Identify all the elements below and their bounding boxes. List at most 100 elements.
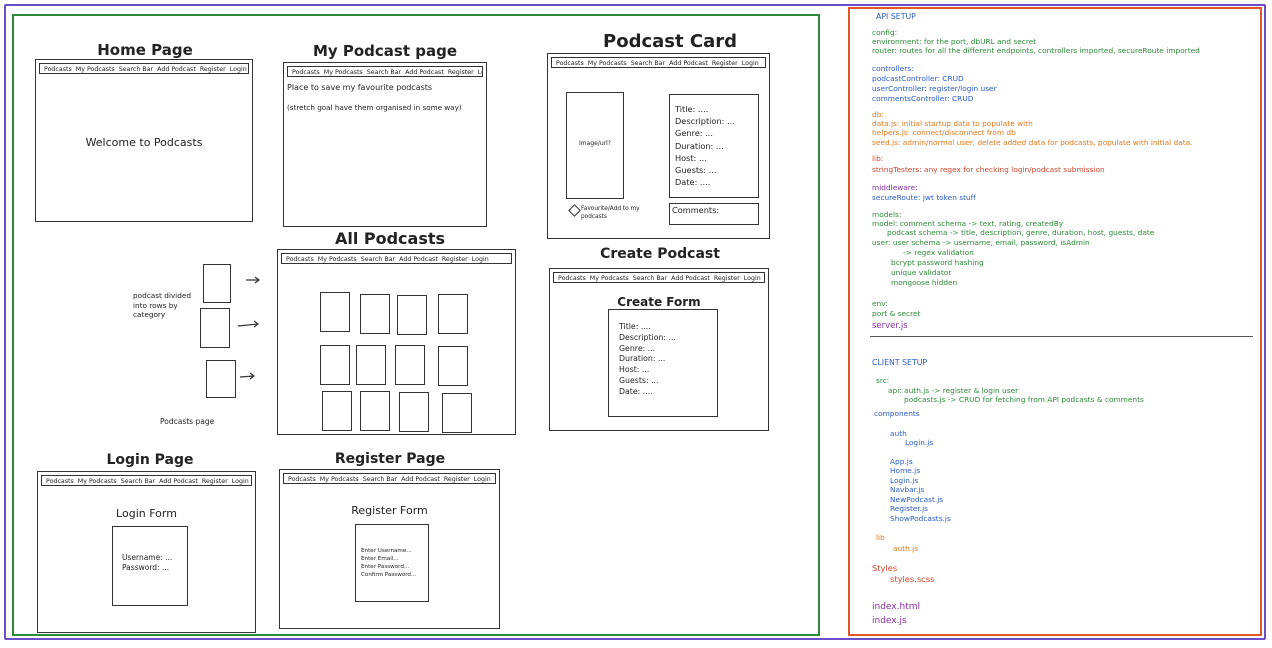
category-row-sketch [200, 308, 230, 348]
client-file: Navbar.js [890, 485, 925, 494]
create-field[interactable]: Guests: ... [619, 375, 659, 385]
nav-add[interactable]: Add Podcast [405, 69, 444, 76]
create-field[interactable]: Title: .... [619, 322, 651, 331]
podcasts-page-caption: Podcasts page [160, 417, 215, 426]
nav-podcasts[interactable]: Podcasts [44, 66, 72, 73]
podcast-tile[interactable] [320, 345, 350, 385]
card-field: Duration: ... [675, 140, 724, 151]
client-file: App.js [890, 457, 913, 466]
nav-login[interactable]: Login [743, 275, 761, 282]
podcast-tile[interactable] [397, 295, 427, 335]
nav-search[interactable]: Search Bar [120, 478, 156, 485]
api-config-router: router: routes for all the different end… [872, 46, 1200, 55]
create-title: Create Podcast [600, 246, 720, 262]
nav-podcasts[interactable]: Podcasts [286, 256, 314, 263]
register-field[interactable]: Enter Password... [361, 564, 410, 570]
nav-login[interactable]: Login [229, 66, 247, 73]
podcast-tile[interactable] [399, 392, 429, 432]
nav-register[interactable]: Register [447, 69, 474, 76]
card-fields-box: Title: .... Description: ... Genre: ... … [669, 94, 759, 198]
favourite-icon[interactable] [568, 204, 581, 217]
nav-search[interactable]: Search Bar [632, 275, 668, 282]
nav-my-podcasts[interactable]: My Podcasts [323, 69, 363, 76]
nav-register[interactable]: Register [713, 275, 740, 282]
nav-login[interactable]: Login [231, 478, 249, 485]
create-field[interactable]: Host: ... [619, 365, 650, 375]
nav-add[interactable]: Add Podcast [671, 275, 710, 282]
api-model-3: user: user schema -> username, email, pa… [872, 238, 1090, 247]
nav-register[interactable]: Register [199, 66, 226, 73]
nav-search[interactable]: Search Bar [362, 476, 398, 483]
podcast-tile[interactable] [322, 391, 352, 431]
register-field[interactable]: Enter Email... [361, 556, 399, 562]
username-field[interactable]: Username: ... [122, 553, 173, 562]
welcome-text: Welcome to Podcasts [85, 136, 203, 149]
client-auth-js: auth.js [893, 544, 919, 553]
nav-register[interactable]: Register [201, 478, 228, 485]
nav-login[interactable]: Login [477, 69, 482, 76]
password-field[interactable]: Password: ... [122, 563, 170, 572]
nav-add[interactable]: Add Podcast [669, 60, 708, 67]
client-login-js: Login.js [905, 438, 934, 447]
create-field[interactable]: Date: .... [619, 386, 653, 396]
nav-my-podcasts[interactable]: My Podcasts [587, 60, 627, 67]
nav-podcasts[interactable]: Podcasts [558, 275, 586, 282]
register-field[interactable]: Enter Username... [361, 548, 412, 554]
client-file: Home.js [890, 466, 921, 475]
register-field[interactable]: Confirm Password... [361, 572, 417, 578]
nav-my-podcasts[interactable]: My Podcasts [317, 256, 357, 263]
arrows [237, 276, 260, 380]
category-row-sketch [203, 264, 231, 303]
podcast-tile[interactable] [360, 391, 390, 431]
nav-podcasts[interactable]: Podcasts [556, 60, 584, 67]
favourite-label[interactable]: Favourite/Add to my podcasts [581, 206, 640, 220]
register-form: Enter Username... Enter Email... Enter P… [355, 524, 429, 602]
podcast-tile[interactable] [360, 294, 390, 334]
card-field: Guests: ... [675, 165, 717, 176]
client-file: NewPodcast.js [890, 495, 944, 504]
create-form-title: Create Form [617, 295, 701, 309]
all-title: All Podcasts [334, 229, 446, 248]
nav-podcasts[interactable]: Podcasts [46, 478, 74, 485]
register-fields: Enter Username... Enter Email... Enter P… [361, 547, 416, 579]
create-field[interactable]: Genre: ... [619, 343, 656, 353]
podcast-tile[interactable] [442, 393, 472, 433]
podcast-tile[interactable] [438, 294, 468, 334]
nav-login[interactable]: Login [471, 256, 489, 263]
podcast-tile[interactable] [356, 345, 386, 385]
nav-login[interactable]: Login [741, 60, 759, 67]
nav-login[interactable]: Login [473, 476, 491, 483]
podcast-tile[interactable] [438, 346, 468, 386]
nav-register[interactable]: Register [441, 256, 468, 263]
nav-register[interactable]: Register [443, 476, 470, 483]
nav-search[interactable]: Search Bar [360, 256, 396, 263]
podcast-tile[interactable] [395, 345, 425, 385]
wireframe-panel [12, 14, 820, 636]
create-field[interactable]: Description: ... [619, 332, 676, 342]
nav-podcasts[interactable]: Podcasts [288, 476, 316, 483]
nav-search[interactable]: Search Bar [630, 60, 666, 67]
podcast-tile[interactable] [320, 292, 350, 332]
create-field[interactable]: Duration: ... [619, 354, 666, 364]
nav-search[interactable]: Search Bar [118, 66, 154, 73]
client-lib: lib [876, 533, 885, 542]
nav-my-podcasts[interactable]: My Podcasts [75, 66, 115, 73]
nav-add[interactable]: Add Podcast [399, 256, 438, 263]
api-models: models: [872, 210, 902, 219]
nav-podcasts[interactable]: Podcasts [292, 69, 320, 76]
client-index-html: index.html [872, 602, 920, 612]
nav-add[interactable]: Add Podcast [157, 66, 196, 73]
nav-my-podcasts[interactable]: My Podcasts [77, 478, 117, 485]
client-index-js: index.js [872, 616, 907, 626]
client-heading: CLIENT SETUP [872, 358, 928, 367]
nav-my-podcasts[interactable]: My Podcasts [319, 476, 359, 483]
nav-my-podcasts[interactable]: My Podcasts [589, 275, 629, 282]
nav-search[interactable]: Search Bar [366, 69, 402, 76]
nav-add[interactable]: Add Podcast [401, 476, 440, 483]
nav-add[interactable]: Add Podcast [159, 478, 198, 485]
nav-register[interactable]: Register [711, 60, 738, 67]
